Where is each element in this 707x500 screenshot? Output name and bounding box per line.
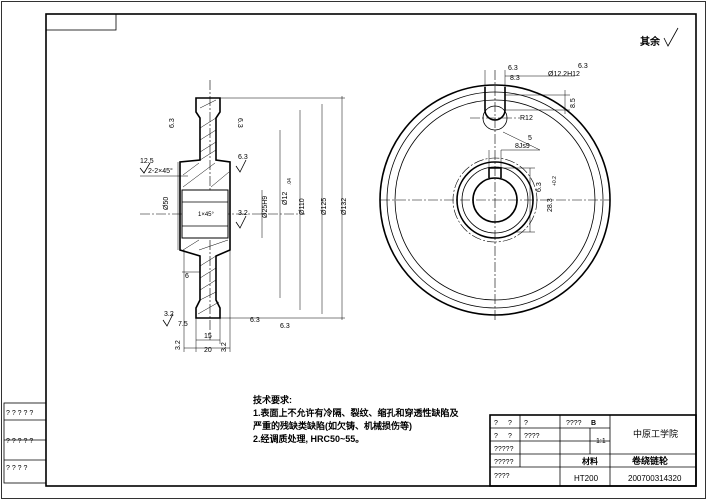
tb-ph-7: ???? [524, 433, 540, 440]
bore-circle [472, 177, 518, 223]
technical-requirements: 技术要求: 1.表面上不允许有冷隔、裂纹、缩孔和穿透性缺陷及 严重的残缺类缺陷(… [253, 394, 483, 446]
inner-frame [45, 13, 697, 487]
tb-material-label: 材料 [582, 456, 598, 466]
tb-scale: 1:1 [596, 438, 606, 445]
key-width-dim: 8Js9 [515, 143, 530, 150]
chamfer-roughness-icon [139, 162, 151, 174]
depth-dim: 8.5 [570, 98, 577, 108]
dim-w15: 15 [204, 333, 212, 340]
keyway-tol: +0.2 [552, 176, 558, 186]
keyway [488, 167, 502, 178]
rest-roughness: 其余 [640, 27, 679, 48]
tech-req-line-2: 严重的残缺类缺陷(如欠铸、机械损伤等) [253, 421, 412, 431]
tb-ph-6: ? [508, 433, 512, 440]
chamfer-roughness: 12.5 [140, 158, 154, 165]
dim-d12: Ø12 [282, 192, 289, 205]
roughness-symbol-icon [663, 27, 679, 47]
keyway-depth-dim: 28.3 [547, 198, 554, 212]
tb-ph-8: ????? [494, 446, 514, 453]
dim-w20: 20 [204, 347, 212, 354]
side-roughness-6: 6.3 [280, 323, 290, 330]
dim-w75: 7.5 [178, 321, 188, 328]
side-roughness-9: 3.2 [221, 342, 228, 352]
tb-ph-3: ? [524, 420, 528, 427]
corner-box [45, 13, 117, 31]
tb-sheet-mark: B [591, 420, 596, 427]
side-roughness-4: 3.2 [238, 210, 248, 217]
left-strip: ? ? ? ? ? ? ? ? ? ? ? ? ? ? [3, 402, 47, 484]
title-block: ? ? ? ???? B ? ? ???? 1:1 ????? ????? ??… [489, 414, 697, 487]
tb-school: 中原工学院 [633, 428, 678, 439]
groove-circle [394, 99, 596, 301]
tb-ph-4: ???? [566, 420, 582, 427]
radius-dim: R12 [520, 115, 533, 122]
front-roughness-a: 6.3 [508, 65, 518, 72]
dim-w6: 6 [185, 273, 189, 280]
dim-d12-tol: .04 [287, 178, 293, 185]
tb-ph-2: ? [508, 420, 512, 427]
side-roughness-7: 3.2 [164, 311, 174, 318]
dim-d110: Ø110 [299, 198, 306, 215]
tech-req-title: 技术要求: [253, 395, 292, 405]
tb-ph-1: ? [494, 420, 498, 427]
tb-drawing-no: 200700314320 [628, 474, 682, 483]
dim-chamfer-c1: 1×45° [198, 212, 215, 218]
dim-d132: Ø132 [341, 198, 348, 215]
side-roughness-8: 3.2 [175, 340, 182, 350]
side-section-view: Ø50 Ø25H9 Ø12 .04 Ø110 Ø125 Ø132 1×45° 6… [139, 80, 348, 354]
angle-dim: 5 [528, 135, 532, 142]
rest-roughness-label: 其余 [640, 35, 661, 48]
hatching [182, 99, 230, 315]
front-view: 6.3 6.3 8.3 Ø12.2H12 8.5 R12 5 8Js9 6.3 … [379, 63, 611, 320]
left-strip-text-2: ? ? ? ? ? [6, 438, 33, 445]
dim-d25h9: Ø25H9 [262, 196, 269, 218]
side-roughness-3: 6.3 [238, 154, 248, 161]
hole-dim: Ø12.2H12 [548, 71, 580, 78]
side-roughness-4-icon [235, 215, 247, 229]
front-roughness-b: 6.3 [578, 63, 588, 70]
tb-part-name: 卷绕链轮 [631, 455, 668, 466]
left-strip-text-1: ? ? ? ? ? [6, 410, 33, 417]
tb-ph-5: ? [494, 433, 498, 440]
dim-d50: Ø50 [163, 197, 170, 210]
front-dimension-lines [484, 70, 575, 233]
side-roughness-3-icon [235, 159, 247, 173]
dim-d125: Ø125 [321, 198, 328, 215]
hub-inner-circle [461, 166, 529, 234]
outer-rim-circle [379, 84, 611, 316]
tech-req-line-1: 1.表面上不允许有冷隔、裂纹、缩孔和穿透性缺陷及 [253, 408, 459, 418]
tb-ph-9: ????? [494, 459, 514, 466]
side-roughness-1: 6.3 [169, 118, 176, 128]
side-dimension-lines [177, 96, 345, 352]
chain-slot [484, 87, 506, 121]
side-roughness-2: 6.3 [236, 118, 243, 128]
slot-width: 8.3 [510, 75, 520, 82]
rim-inner-circle [386, 91, 604, 309]
hub-circle [456, 161, 534, 239]
bore-region [181, 189, 229, 239]
side-roughness-5: 6.3 [250, 317, 260, 324]
left-strip-text-3: ? ? ? ? [6, 465, 28, 472]
tb-material: HT200 [574, 474, 599, 483]
tb-ph-10: ???? [494, 473, 510, 480]
side-roughness-7-icon [162, 313, 174, 327]
front-roughness-c: 6.3 [536, 182, 543, 192]
chamfer-note: 2-2×45° [148, 167, 173, 175]
pitch-circle [452, 157, 538, 243]
tech-req-line-3: 2.经调质处理, HRC50~55。 [253, 434, 365, 444]
